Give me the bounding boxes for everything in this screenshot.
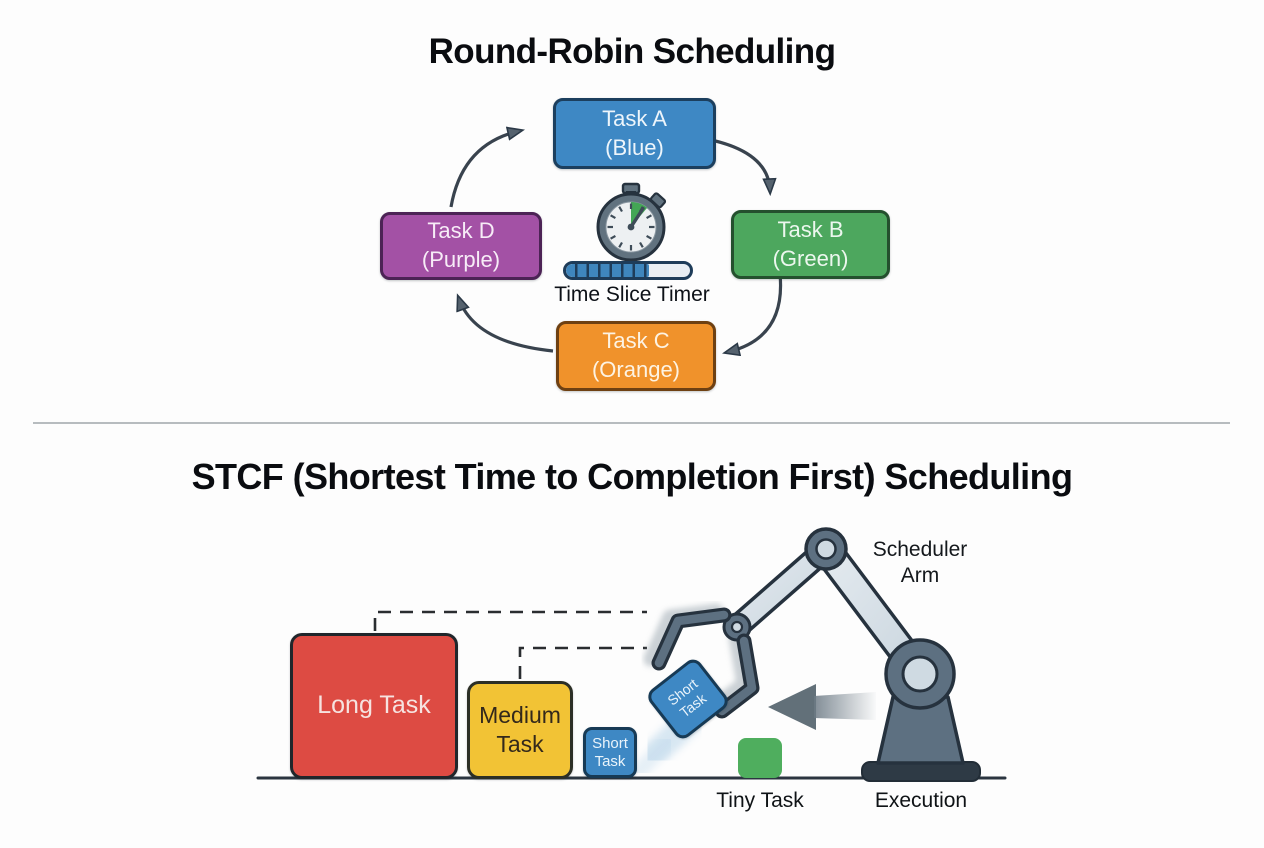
time-slice-progress-bar (563, 261, 693, 280)
long-task-label: Long Task (317, 691, 431, 720)
dashed-deadline-lines (373, 610, 647, 679)
scheduler-arm-label: Scheduler Arm (872, 538, 968, 588)
task-b-box: Task B (Green) (731, 210, 890, 279)
tiny-task-box (738, 738, 782, 778)
stopwatch-icon (596, 182, 667, 262)
task-a-name: Task A (602, 105, 667, 131)
arrow-c-to-d (459, 299, 554, 353)
short-task-label: Short Task (592, 734, 628, 770)
task-d-tint: (Purple) (421, 247, 501, 272)
arrow-d-to-a (449, 131, 519, 208)
time-slice-timer-label: Time Slice Timer (554, 283, 710, 306)
arrow-b-to-c (728, 273, 783, 352)
tiny-task-label: Tiny Task (716, 789, 804, 812)
execution-label: Execution (874, 789, 968, 812)
task-c-tint: (Orange) (591, 357, 681, 382)
task-b-name: Task B (777, 216, 844, 242)
medium-task-label: Medium Task (479, 702, 561, 757)
execution-arrow (768, 684, 876, 730)
task-d-name: Task D (427, 218, 495, 244)
section-divider (33, 422, 1230, 424)
task-c-box: Task C (Orange) (556, 321, 716, 391)
long-task-box: Long Task (290, 633, 458, 779)
short-task-box: Short Task (583, 727, 637, 778)
task-a-tint: (Blue) (605, 134, 664, 160)
task-c-name: Task C (602, 328, 670, 354)
round-robin-title: Round-Robin Scheduling (428, 32, 836, 71)
task-a-box: Task A (Blue) (553, 98, 716, 169)
gripper-claw (651, 607, 760, 719)
robot-arm (643, 527, 981, 782)
task-b-tint: (Green) (772, 245, 849, 271)
time-slice-progress-fill (566, 264, 650, 277)
stcf-title: STCF (Shortest Time to Completion First)… (191, 456, 1073, 497)
medium-task-box: Medium Task (467, 681, 573, 779)
robot-base-foot (861, 761, 981, 782)
task-d-box: Task D (Purple) (380, 212, 542, 280)
